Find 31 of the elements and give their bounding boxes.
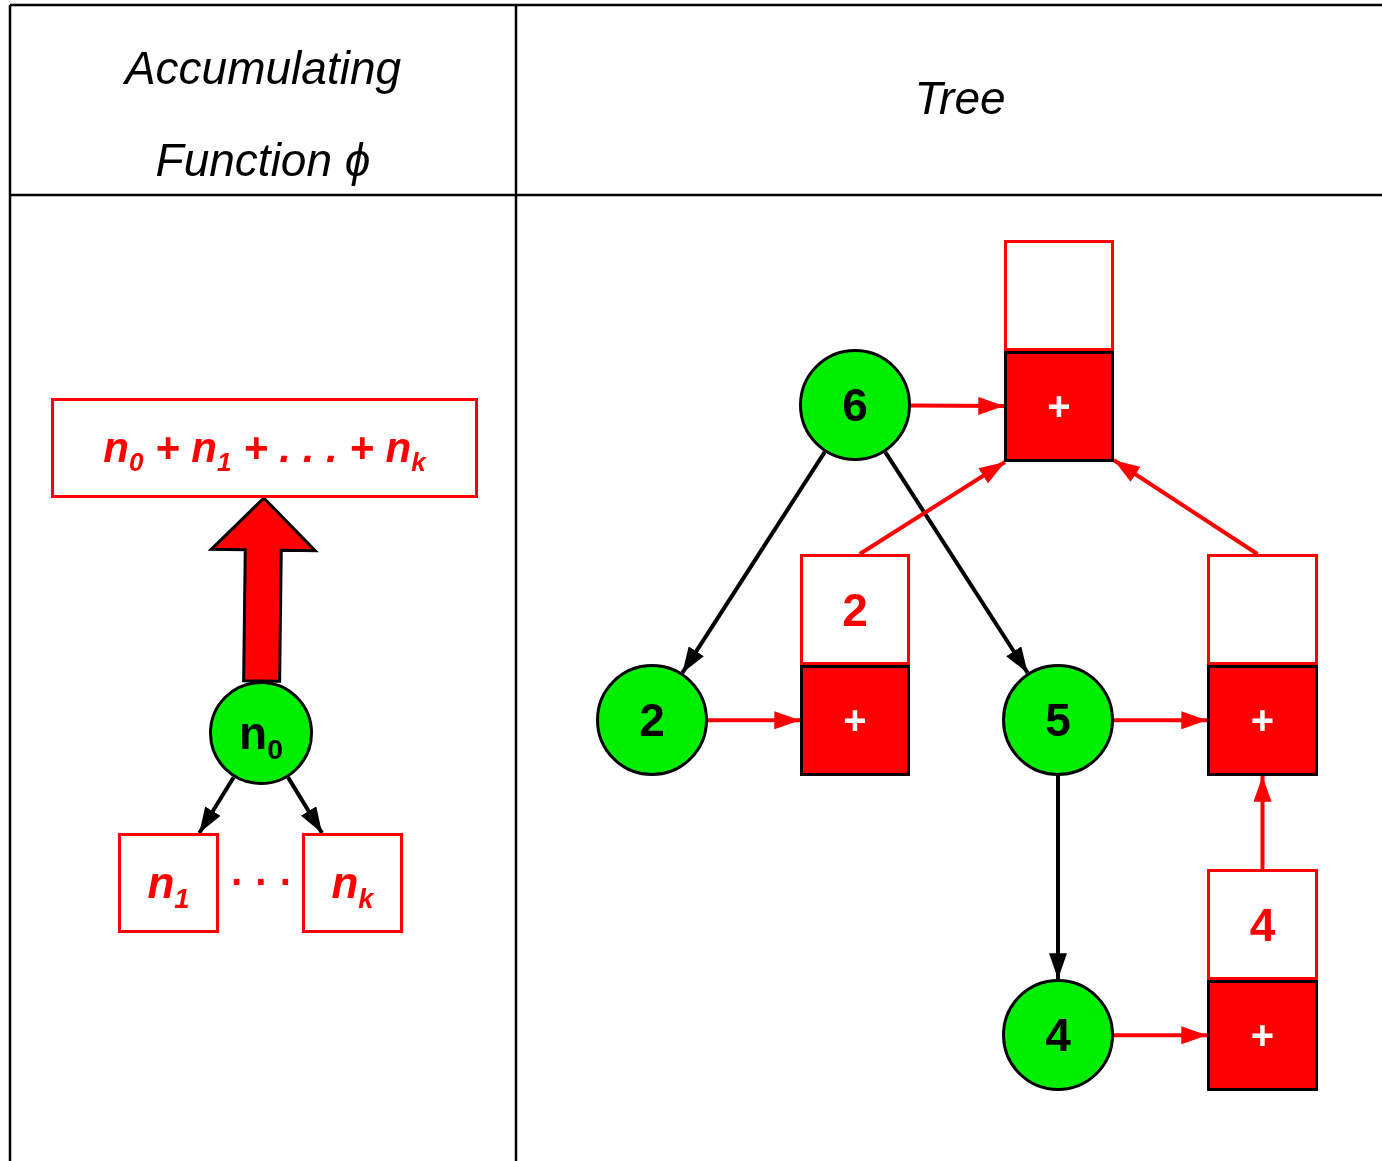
operator-box: + — [1207, 665, 1318, 776]
arrow — [1114, 711, 1207, 730]
child-node-box: n$_{k}$ — [302, 833, 403, 933]
arrow — [197, 776, 236, 835]
arrow — [680, 451, 827, 674]
tree-node-circle: 6 — [799, 349, 911, 461]
value-box: 2 — [800, 554, 910, 665]
tree-node-circle: 5 — [1002, 664, 1114, 776]
child-node-box: n$_{1}$ — [118, 833, 219, 933]
ellipsis: · · · — [229, 860, 295, 904]
block-arrow — [207, 495, 319, 683]
operator-box: + — [1004, 351, 1114, 462]
value-box: 4 — [1207, 869, 1318, 980]
tree-node-circle: 2 — [596, 664, 708, 776]
formula-box: n$_{0}$ + n$_{1}$ + . . . + n$_{k}$ — [51, 398, 478, 498]
column-header: Tree — [913, 71, 1007, 126]
tree-node-circle: n$_{0}$ — [209, 681, 313, 785]
operator-box: + — [800, 665, 910, 776]
arrow — [858, 460, 1007, 556]
arrow — [911, 396, 1005, 415]
operator-box: + — [1207, 980, 1318, 1091]
arrow — [1049, 776, 1067, 979]
arrow — [708, 711, 800, 730]
arrow — [883, 451, 1030, 674]
empty-value-box — [1207, 554, 1318, 665]
arrow — [1253, 776, 1272, 869]
arrow — [1114, 1026, 1207, 1045]
tree-node-circle: 4 — [1002, 979, 1114, 1091]
arrow — [286, 776, 324, 835]
arrow — [1112, 458, 1259, 556]
column-header: Accumulating Function ϕ — [122, 41, 403, 188]
